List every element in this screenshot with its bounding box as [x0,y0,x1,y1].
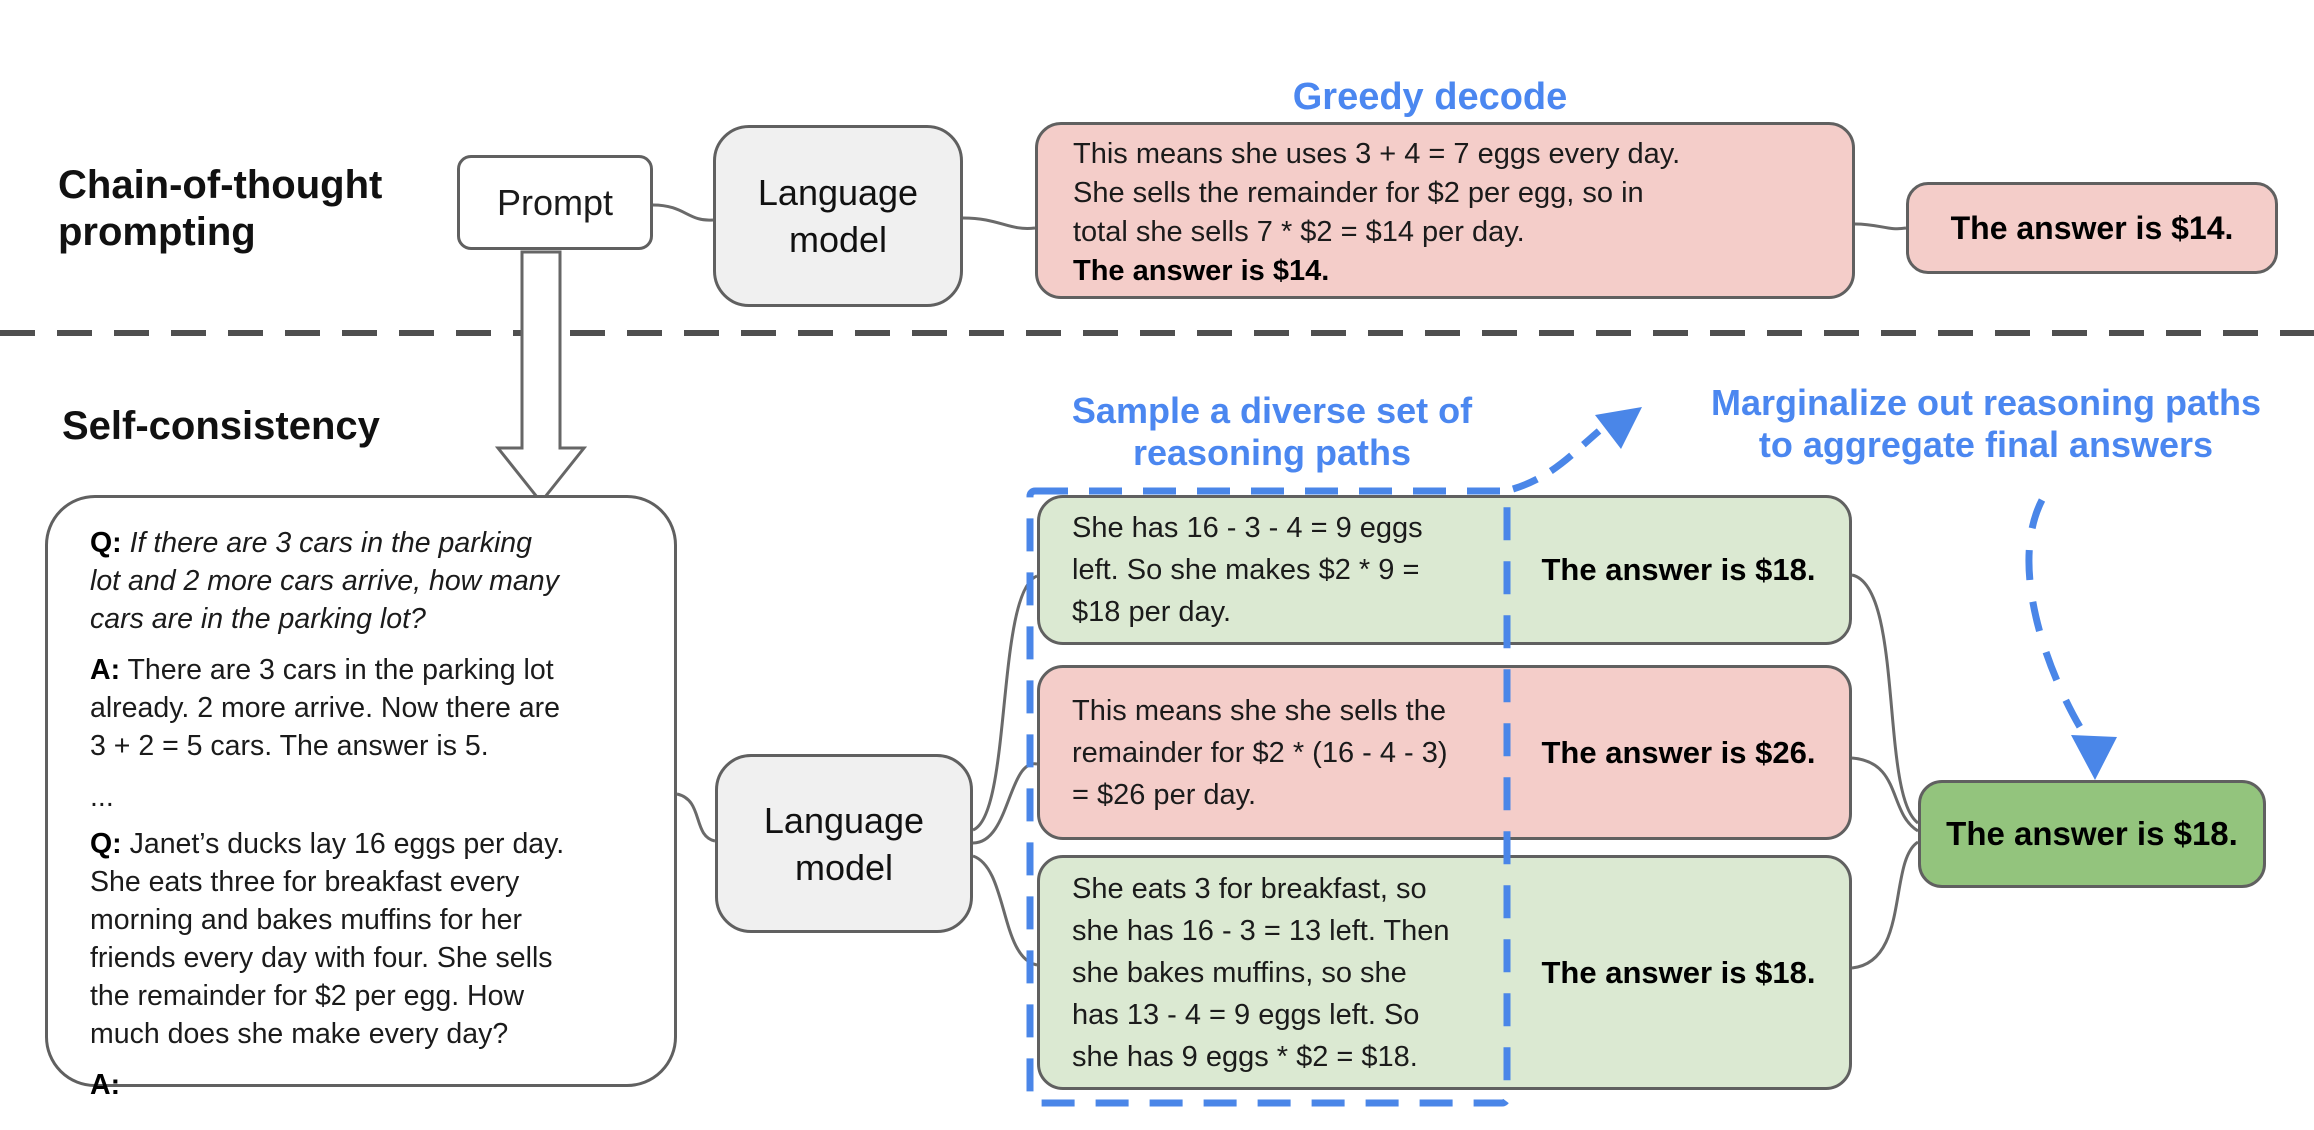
path3-reasoning: She eats 3 for breakfast, so she has 16 … [1072,872,1450,1073]
section-title-self-consistency: Self-consistency [62,404,380,448]
language-model-label: Language model [763,799,925,888]
cot-output-text: This means she uses 3 + 4 = 7 eggs every… [1073,138,1681,248]
sample-paths-title: Sample a diverse set of reasoning paths [1071,390,1473,473]
path2-reasoning: This means she she sells the remainder f… [1072,694,1448,811]
final-answer-text: The answer is $18. [1946,815,2238,852]
cot-output-box: This means she uses 3 + 4 = 7 eggs every… [1035,122,1855,299]
connector-lm-to-cot-output [962,216,1036,230]
final-answer-box: The answer is $18. [1918,780,2266,888]
aggregate-arrow [2025,498,2091,742]
reasoning-path-row: She has 16 - 3 - 4 = 9 eggs left. So she… [1037,495,1852,645]
marginalize-arrow [1511,428,1602,493]
path1-reasoning: She has 16 - 3 - 4 = 9 eggs left. So she… [1072,512,1423,628]
greedy-answer-text: The answer is $14. [1950,209,2234,246]
connector-lm-to-path1 [972,574,1038,832]
prompt-a2: A: [90,1069,121,1101]
path1-answer: The answer is $18. [1541,552,1816,587]
section-title-chain-of-thought: Chain-of-thought prompting [58,163,383,254]
prompt-label: Prompt [496,181,614,223]
connector-prompt-to-lm [652,203,714,222]
connector-path1-to-final [1851,573,1919,825]
connector-path3-to-final [1851,840,1919,970]
greedy-decode-title: Greedy decode [1292,76,1568,118]
down-arrow-icon [494,250,588,505]
prompt-q2: Q: Janet’s ducks lay 16 eggs per day. Sh… [90,828,565,1050]
connector-lm-to-path3 [972,854,1038,967]
reasoning-path-row: This means she she sells the remainder f… [1037,665,1852,840]
path3-answer: The answer is $18. [1541,954,1816,990]
cot-output-answer: The answer is $14. [1073,255,1330,287]
connector-cot-to-answer [1854,222,1907,231]
language-model-box-top: Language model [713,125,963,307]
connector-promptbox-to-lm [676,792,716,843]
connector-lm-to-path2 [972,762,1038,845]
reasoning-path-row: She eats 3 for breakfast, so she has 16 … [1037,855,1852,1090]
few-shot-prompt-box: Q: If there are 3 cars in the parking lo… [45,495,677,1101]
language-model-box-bottom: Language model [715,754,973,933]
marginalize-title: Marginalize out reasoning paths to aggre… [1710,382,2262,465]
language-model-label: Language model [757,172,919,260]
path2-answer: The answer is $26. [1541,734,1816,770]
connector-path2-to-final [1851,756,1919,833]
prompt-ellipsis: ... [90,781,114,813]
prompt-a1: A: There are 3 cars in the parking lot a… [90,654,560,762]
greedy-answer-box: The answer is $14. [1906,182,2278,274]
prompt-q1: Q: If there are 3 cars in the parking lo… [90,527,559,635]
aggregate-arrowhead-icon [2071,735,2117,780]
prompt-box: Prompt [457,155,653,250]
marginalize-arrowhead-icon [1595,407,1642,449]
